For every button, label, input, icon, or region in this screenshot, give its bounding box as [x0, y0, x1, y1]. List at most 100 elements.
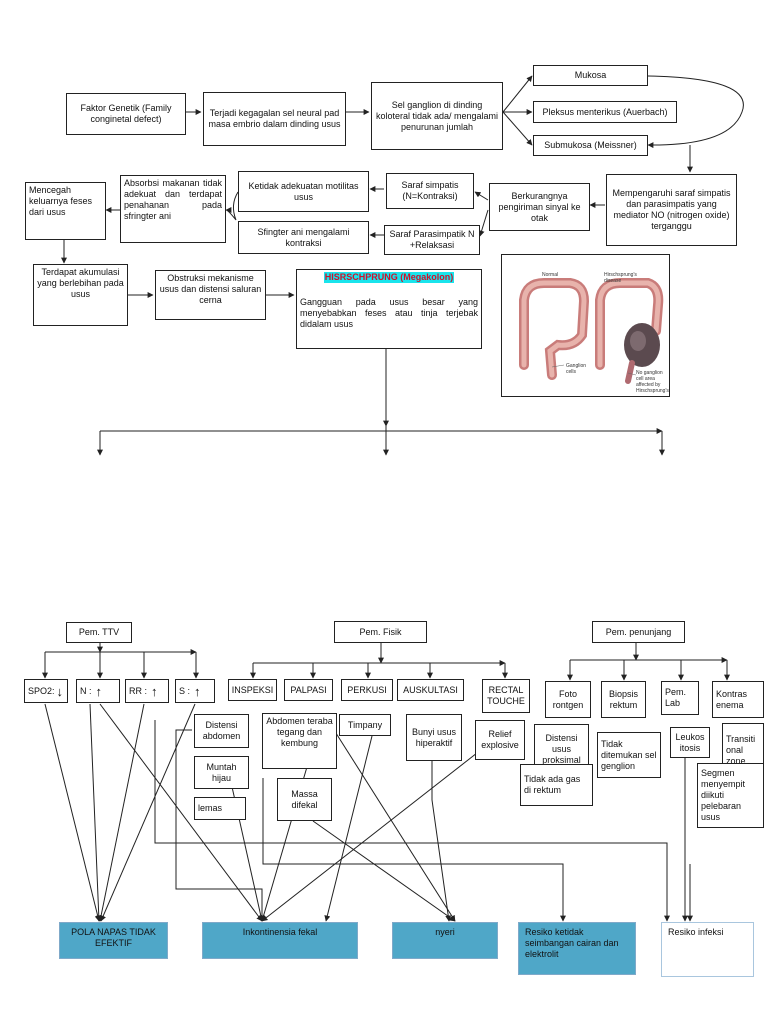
box-text: Kontras enema	[716, 688, 748, 710]
box-inspeksi: INSPEKSI	[228, 679, 277, 701]
box-text: Tidak ditemukan sel genglion	[601, 738, 657, 771]
box-pleksus-menterikus: Pleksus menterikus (Auerbach)	[533, 101, 677, 123]
box-mukosa: Mukosa	[533, 65, 648, 86]
box-spo2: SPO2:↓	[24, 679, 68, 703]
box-text: Pem. Fisik	[359, 626, 402, 637]
label-no-ganglion: No ganglion cell area affected by Hirsch…	[636, 370, 669, 394]
box-nadi: N :↑	[76, 679, 120, 703]
box-lemas: lemas	[194, 797, 246, 820]
diagnosis-resiko-infeksi: Resiko infeksi	[661, 922, 754, 977]
box-text: Foto rontgen	[552, 688, 584, 710]
box-abdomen-teraba: Abdomen teraba tegang dan kembung	[262, 713, 337, 769]
box-text: PERKUSI	[347, 684, 387, 695]
box-submukosa: Submukosa (Meissner)	[533, 135, 648, 156]
box-text: Tidak ada gas di rektum	[524, 774, 581, 795]
box-timpany: Timpany	[339, 714, 391, 736]
box-text: N :	[80, 685, 92, 696]
box-rectal-touche: RECTAL TOUCHE	[482, 679, 530, 713]
box-berkurangnya-sinyal: Berkurangnya pengiriman sinyal ke otak	[489, 183, 590, 231]
box-text: Relief explosive	[481, 729, 519, 750]
box-text: Pleksus menterikus (Auerbach)	[542, 106, 668, 117]
box-main-hirschsprung: HISRSCHPRUNG (Megakolon) Gangguan pada u…	[296, 269, 482, 349]
box-palpasi: PALPASI	[284, 679, 333, 701]
box-text: Sel ganglion di dinding koloteral tidak …	[375, 99, 499, 132]
box-text: Obstruksi mekanisme usus dan distensi sa…	[159, 273, 262, 305]
box-tidak-ditemukan: Tidak ditemukan sel genglion	[597, 732, 661, 778]
box-text: Absorbsi makanan tidak adekuat dan terda…	[124, 178, 222, 221]
box-text: Leukos itosis	[675, 731, 705, 753]
box-text: Bunyi usus hiperaktif	[411, 726, 457, 748]
box-leukositosis: Leukos itosis	[670, 727, 710, 758]
box-text: Mempengaruhi saraf simpatis dan parasimp…	[612, 188, 731, 231]
box-pem-penunjang: Pem. penunjang	[592, 621, 685, 643]
box-text: Distensi usus proksimal	[542, 732, 581, 765]
box-text: Muntah hijau	[206, 761, 237, 783]
box-text: Submukosa (Meissner)	[544, 140, 637, 150]
box-text: Transiti onal zone	[726, 734, 756, 766]
box-text: Saraf Parasimpatik N +Relaksasi	[389, 229, 475, 250]
box-saraf-parasimpatik: Saraf Parasimpatik N +Relaksasi	[384, 225, 480, 255]
box-kegagalan-sel-neural: Terjadi kegagalan sel neural pad masa em…	[203, 92, 346, 146]
diagnosis-text: Inkontinensia fekal	[242, 927, 318, 937]
diagnosis-inkontinensia-fekal: Inkontinensia fekal	[202, 922, 358, 959]
arrow-up-icon: ↑	[95, 683, 103, 699]
diagnosis-text: Resiko ketidak seimbangan cairan dan ele…	[525, 927, 619, 959]
box-text: Faktor Genetik (Family conginetal defect…	[80, 103, 172, 124]
box-biopsis-rektum: Biopsis rektum	[601, 681, 646, 718]
box-relief-explosive: Relief explosive	[475, 720, 525, 760]
box-text: Terdapat akumulasi yang berlebihan pada …	[37, 267, 124, 299]
box-pem-ttv: Pem. TTV	[66, 622, 132, 643]
diagnosis-text: POLA NAPAS TIDAK EFEKTIF	[71, 927, 156, 948]
box-pem-lab: Pem. Lab	[661, 681, 699, 715]
box-text: INSPEKSI	[231, 684, 274, 695]
diagnosis-text: Resiko infeksi	[668, 927, 724, 937]
main-description: Gangguan pada usus besar yang menyebabka…	[300, 297, 478, 329]
main-title: HISRSCHPRUNG (Megakolon)	[323, 272, 455, 283]
box-sel-ganglion: Sel ganglion di dinding koloteral tidak …	[371, 82, 503, 150]
box-text: PALPASI	[290, 684, 327, 695]
box-ketidak-adekuatan: Ketidak adekuatan motilitas usus	[238, 171, 369, 212]
box-text: Massa difekal	[291, 788, 318, 810]
colon-drawing	[519, 278, 664, 384]
box-bunyi-usus: Bunyi usus hiperaktif	[406, 714, 462, 761]
box-text: Timpany	[347, 719, 383, 730]
box-tidak-ada-gas: Tidak ada gas di rektum	[520, 764, 593, 806]
box-text: Ketidak adekuatan motilitas usus	[248, 180, 359, 202]
box-mempengaruhi-saraf: Mempengaruhi saraf simpatis dan parasimp…	[606, 174, 737, 246]
box-suhu: S :↑	[175, 679, 215, 703]
arrow-down-icon: ↓	[56, 683, 64, 699]
box-text: Segmen menyempit diikuti pelebaran usus	[701, 768, 746, 822]
label-ganglion-cells: Ganglion cells	[566, 363, 587, 375]
box-text: RR :	[129, 685, 147, 696]
box-text: S :	[179, 685, 191, 696]
box-segmen-menyempit: Segmen menyempit diikuti pelebaran usus	[697, 763, 764, 828]
box-akumulasi: Terdapat akumulasi yang berlebihan pada …	[33, 264, 128, 326]
colon-illustration: Normal Hirschsprung's disease Ganglion c…	[501, 254, 670, 397]
box-text: Distensi abdomen	[202, 720, 241, 741]
label-hirschsprung-disease: Hirschsprung's disease	[604, 272, 637, 284]
box-absorbsi-makanan: Absorbsi makanan tidak adekuat dan terda…	[120, 175, 226, 243]
box-pem-fisik: Pem. Fisik	[334, 621, 427, 643]
box-text: Pem. TTV	[78, 627, 120, 637]
box-faktor-genetik: Faktor Genetik (Family conginetal defect…	[66, 93, 186, 135]
box-rr: RR : ↑	[125, 679, 169, 703]
box-text: SPO2:	[28, 685, 55, 696]
box-text: Pem. penunjang	[605, 626, 672, 637]
diagnosis-pola-napas: POLA NAPAS TIDAK EFEKTIF	[59, 922, 168, 959]
box-text: lemas	[198, 803, 223, 813]
box-saraf-simpatis: Saraf simpatis (N=Kontraksi)	[386, 173, 474, 209]
box-text: Mukosa	[574, 70, 607, 80]
box-text: Abdomen teraba tegang dan kembung	[266, 716, 333, 748]
box-text: Sfingter ani mengalami kontraksi	[257, 226, 350, 248]
box-muntah-hijau: Muntah hijau	[194, 756, 249, 789]
arrow-up-icon: ↑	[151, 683, 158, 699]
box-text: Berkurangnya pengiriman sinyal ke otak	[498, 190, 581, 223]
box-auskultasi: AUSKULTASI	[397, 679, 464, 701]
box-text: Biopsis rektum	[608, 688, 638, 710]
label-normal: Normal	[542, 272, 559, 278]
arrow-up-icon: ↑	[194, 683, 201, 699]
box-obstruksi: Obstruksi mekanisme usus dan distensi sa…	[155, 270, 266, 320]
box-perkusi: PERKUSI	[341, 679, 393, 701]
box-massa-difekal: Massa difekal	[277, 778, 332, 821]
